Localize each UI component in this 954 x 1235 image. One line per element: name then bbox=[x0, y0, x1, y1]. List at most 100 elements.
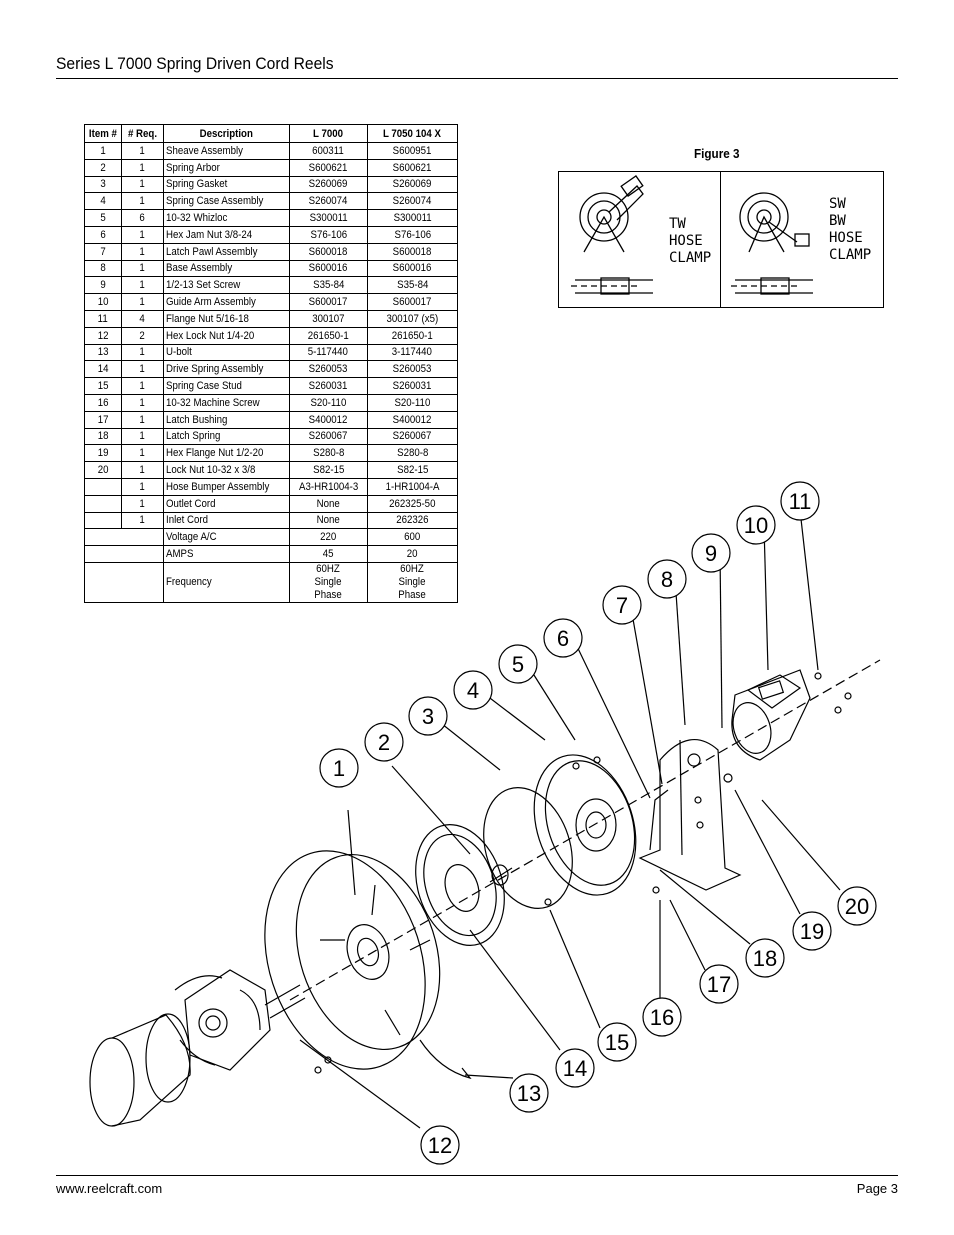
table-cell: S260074 bbox=[288, 192, 368, 211]
table-cell: S600016 bbox=[288, 259, 368, 278]
table-cell: 262326 bbox=[366, 511, 458, 530]
table-cell: S260053 bbox=[366, 360, 458, 379]
table-cell: Spring Case Stud bbox=[162, 377, 290, 395]
table-cell: 1 bbox=[120, 142, 164, 160]
table-cell bbox=[84, 561, 164, 603]
table-cell: S82-15 bbox=[288, 461, 368, 479]
table-cell: 60HZ Single Phase bbox=[366, 561, 458, 603]
callout-13: 13 bbox=[517, 1081, 541, 1106]
table-cell: 261650-1 bbox=[288, 326, 368, 345]
table-cell: 9 bbox=[84, 276, 122, 295]
table-cell: 300107 bbox=[288, 309, 368, 328]
table-cell: S280-8 bbox=[366, 444, 458, 463]
callout-3: 3 bbox=[422, 704, 434, 729]
callout-10: 10 bbox=[744, 513, 768, 538]
table-cell: 19 bbox=[84, 444, 122, 463]
tw-hose-clamp-label: TW HOSE CLAMP bbox=[669, 216, 712, 266]
table-cell: Hex Lock Nut 1/4-20 bbox=[162, 326, 290, 345]
table-cell: S260067 bbox=[366, 427, 458, 446]
table-cell: S76-106 bbox=[366, 225, 458, 244]
table-cell: S600621 bbox=[288, 158, 368, 177]
table-cell: S600017 bbox=[288, 293, 368, 311]
table-cell: Base Assembly bbox=[162, 259, 290, 278]
diagram-artwork bbox=[89, 509, 881, 1129]
table-cell: Flange Nut 5/16-18 bbox=[162, 309, 290, 328]
table-cell: 1 bbox=[120, 259, 164, 278]
table-cell: Hex Jam Nut 3/8-24 bbox=[162, 225, 290, 244]
table-cell: 10-32 Machine Screw bbox=[162, 393, 290, 412]
table-cell: S300011 bbox=[366, 209, 458, 227]
table-cell: 5-117440 bbox=[288, 343, 368, 362]
parts-table: Item # # Req. Description L 7000 L 7050 … bbox=[84, 124, 458, 603]
footer-url[interactable]: www.reelcraft.com bbox=[56, 1181, 163, 1196]
table-cell: S300011 bbox=[288, 209, 368, 227]
table-cell: AMPS bbox=[162, 545, 290, 563]
callout-circle-14 bbox=[555, 1048, 595, 1088]
table-cell: S260069 bbox=[288, 175, 368, 194]
table-cell: Latch Pawl Assembly bbox=[162, 242, 290, 261]
callout-circle-4 bbox=[453, 670, 493, 710]
callout-circle-18 bbox=[745, 938, 785, 978]
callout-circle-15 bbox=[597, 1022, 637, 1062]
table-cell: 16 bbox=[84, 393, 122, 412]
table-cell: 1 bbox=[120, 360, 164, 379]
table-cell: 1 bbox=[120, 343, 164, 362]
callout-15: 15 bbox=[605, 1030, 629, 1055]
table-cell: 6 bbox=[120, 209, 164, 227]
callout-6: 6 bbox=[557, 626, 569, 651]
callout-12: 12 bbox=[428, 1133, 452, 1158]
table-cell: 600311 bbox=[288, 142, 368, 160]
table-cell: Inlet Cord bbox=[162, 511, 290, 530]
table-cell: Hose Bumper Assembly bbox=[162, 477, 290, 496]
table-cell: 6 bbox=[84, 225, 122, 244]
table-cell: U-bolt bbox=[162, 343, 290, 362]
callout-circle-8 bbox=[647, 559, 687, 599]
figure-3: TW HOSE CLAMP SW BW HOSE CLAMP bbox=[558, 171, 884, 308]
table-cell: None bbox=[288, 494, 368, 513]
callout-circle-17 bbox=[699, 964, 739, 1004]
table-cell: 10 bbox=[84, 293, 122, 311]
table-cell: 7 bbox=[84, 242, 122, 261]
callout-8: 8 bbox=[661, 567, 673, 592]
table-cell: 10-32 Whizloc bbox=[162, 209, 290, 227]
callout-circle-9 bbox=[691, 533, 731, 573]
callout-9: 9 bbox=[705, 541, 717, 566]
table-cell: Voltage A/C bbox=[162, 528, 290, 547]
table-cell: 13 bbox=[84, 343, 122, 362]
table-cell: A3-HR1004-3 bbox=[288, 477, 368, 496]
table-cell: 3 bbox=[84, 175, 122, 194]
callout-circle-3 bbox=[408, 696, 448, 736]
header-l7000: L 7000 bbox=[288, 124, 368, 143]
table-cell: Hex Flange Nut 1/2-20 bbox=[162, 444, 290, 463]
table-cell: 1 bbox=[120, 377, 164, 395]
callout-11: 11 bbox=[789, 489, 812, 514]
callout-circle-16 bbox=[642, 997, 682, 1037]
table-cell: S600016 bbox=[366, 259, 458, 278]
table-cell: Latch Spring bbox=[162, 427, 290, 446]
table-cell: 300107 (x5) bbox=[366, 309, 458, 328]
table-cell: 1 bbox=[120, 427, 164, 446]
document-title: Series L 7000 Spring Driven Cord Reels bbox=[56, 54, 334, 73]
table-cell: 17 bbox=[84, 410, 122, 429]
callout-19: 19 bbox=[800, 919, 824, 944]
figure-3-drawings bbox=[571, 175, 813, 295]
table-cell: 1 bbox=[120, 276, 164, 295]
callout-18: 18 bbox=[753, 946, 777, 971]
callout-2: 2 bbox=[378, 730, 390, 755]
table-cell: 18 bbox=[84, 427, 122, 446]
